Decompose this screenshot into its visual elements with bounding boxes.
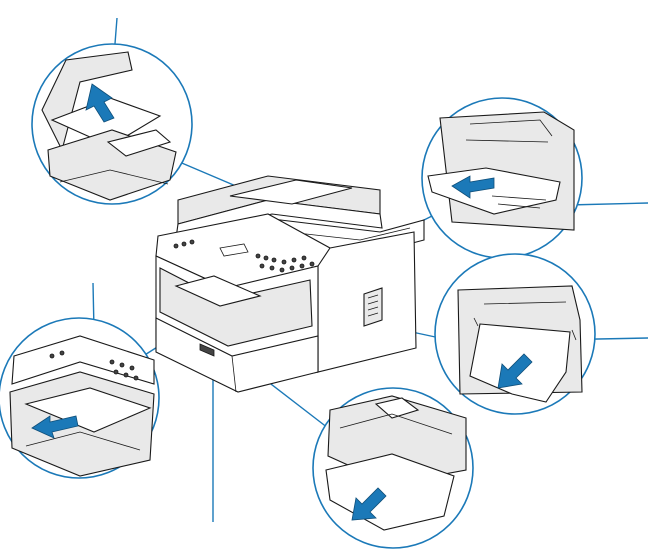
detail-output-jam	[422, 98, 582, 258]
callout-line-output-right	[568, 203, 648, 205]
output-unit-body	[440, 112, 574, 230]
detail-front-jam	[0, 318, 159, 478]
detail-tray-jam	[313, 388, 473, 548]
detail-back-jam	[435, 254, 595, 414]
detail-adf-jam	[32, 44, 192, 204]
side-vent	[364, 288, 382, 326]
printer	[156, 176, 424, 392]
